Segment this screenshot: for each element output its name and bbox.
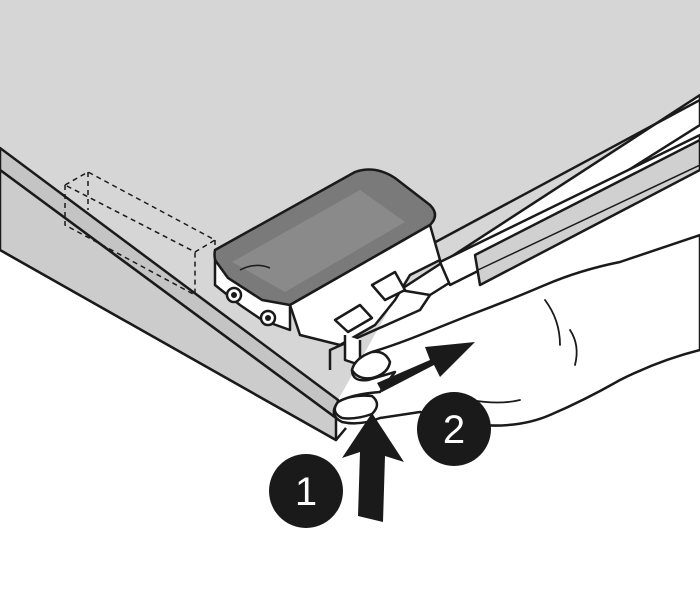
arrow-up-icon <box>342 413 404 522</box>
hand-thumb <box>350 350 392 380</box>
arrow-right-icon <box>377 342 475 392</box>
clip-cover-highlight <box>232 190 405 292</box>
clip-mechanism <box>288 223 442 347</box>
frame-rails <box>328 93 700 370</box>
step-number-1: 1 <box>295 470 317 514</box>
step-badge-1: 1 <box>269 454 343 528</box>
step-badge-2: 2 <box>417 392 491 466</box>
panel-side-face <box>0 168 338 442</box>
hand-icon <box>332 233 700 427</box>
step-number-2: 2 <box>443 408 465 452</box>
hinge-clip <box>213 168 442 367</box>
